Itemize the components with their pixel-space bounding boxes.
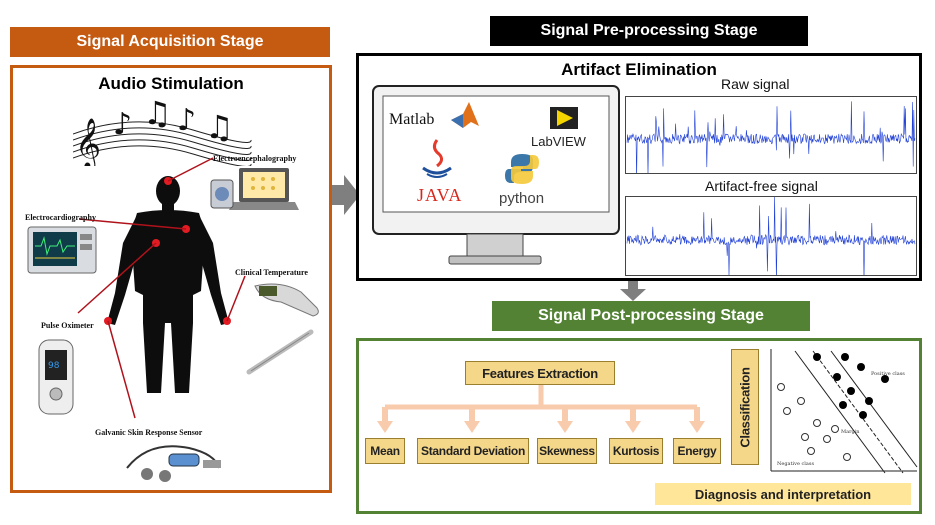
acquisition-stage-title-text: Signal Acquisition Stage: [76, 33, 264, 50]
signal-trace: [626, 101, 916, 181]
preprocessing-panel: Artifact Elimination Matlab LabVIEW JAVA…: [356, 53, 922, 282]
diagnosis-box: Diagnosis and interpretation: [655, 483, 911, 505]
negative-class-label: Negative class: [777, 461, 814, 467]
raw-signal-label: Raw signal: [721, 76, 790, 92]
feature-mean: Mean: [365, 438, 405, 464]
thermometer-icon: [246, 283, 319, 375]
feature-skewness: Skewness: [537, 438, 597, 464]
labview-label: LabVIEW: [531, 134, 586, 149]
preprocessing-stage-title-text: Signal Pre-processing Stage: [540, 22, 758, 39]
arrow-pre-to-post: [620, 281, 646, 301]
svg-text:♫: ♫: [205, 108, 234, 146]
matlab-label: Matlab: [389, 111, 435, 128]
svg-text:𝄞: 𝄞: [75, 118, 101, 166]
artifact-free-waveform: [626, 195, 916, 282]
music-notes-icon: 𝄞 ♪ ♫ ♪ ♫: [73, 94, 252, 166]
ecg-monitor-icon: [27, 226, 97, 274]
ecg-label: Electrocardiography: [25, 213, 96, 222]
feature-tree-connectors: [377, 385, 705, 433]
temperature-label: Clinical Temperature: [235, 268, 308, 277]
gsr-label: Galvanic Skin Response Sensor: [95, 428, 203, 437]
postprocessing-panel: Features Extraction Mean Standard Deviat…: [356, 338, 922, 514]
features-extraction-box: Features Extraction: [465, 361, 615, 385]
diagnosis-label: Diagnosis and interpretation: [694, 486, 872, 502]
signal-trace: [626, 195, 916, 282]
positive-class-label: Positive class: [871, 371, 905, 377]
svm-classification-plot: Positive class Negative class Margin: [770, 349, 918, 474]
feature-energy: Energy: [673, 438, 721, 464]
gsr-sensor-icon: [126, 445, 221, 482]
feature-standard-deviation: Standard Deviation: [417, 438, 529, 464]
matlab-logo-icon: [451, 102, 479, 128]
svg-text:♪: ♪: [177, 103, 196, 138]
human-silhouette: [104, 176, 231, 393]
pulse-oximeter-icon: 98: [38, 339, 74, 415]
acquisition-panel: Audio Stimulation 𝄞 ♪ ♫ ♪ ♫: [10, 65, 332, 493]
labview-logo-icon: [550, 107, 578, 129]
sensor-connector-lines: [77, 157, 246, 419]
acquisition-stage-title: Signal Acquisition Stage: [10, 27, 330, 57]
java-logo-icon: [422, 139, 452, 178]
python-label: python: [499, 190, 545, 207]
python-logo-icon: [505, 154, 539, 184]
feature-kurtosis: Kurtosis: [609, 438, 663, 464]
artifact-free-label: Artifact-free signal: [705, 178, 818, 194]
postprocessing-stage-title-text: Signal Post-processing Stage: [538, 307, 764, 324]
artifact-elimination-title: Artifact Elimination: [561, 60, 717, 79]
audio-stimulation-label: Audio Stimulation: [98, 74, 244, 93]
artifact-free-plot: [625, 195, 917, 282]
margin-label: Margin: [841, 429, 860, 435]
svg-text:98: 98: [48, 361, 60, 371]
postprocessing-stage-title: Signal Post-processing Stage: [492, 301, 810, 331]
java-label: JAVA: [417, 185, 463, 205]
preprocessing-stage-title: Signal Pre-processing Stage: [490, 16, 808, 46]
classification-box: Classification: [731, 349, 759, 465]
classification-label: Classification: [737, 366, 753, 448]
svg-text:♫: ♫: [143, 94, 172, 132]
eeg-device-icon: [210, 168, 299, 210]
raw-signal-waveform: [626, 101, 916, 181]
eeg-label: Electroencephalography: [213, 154, 297, 163]
svg-text:♪: ♪: [113, 107, 132, 142]
raw-signal-plot: [625, 96, 917, 181]
arrow-acq-to-pre: [332, 175, 360, 215]
pulse-oximeter-label: Pulse Oximeter: [41, 321, 94, 330]
